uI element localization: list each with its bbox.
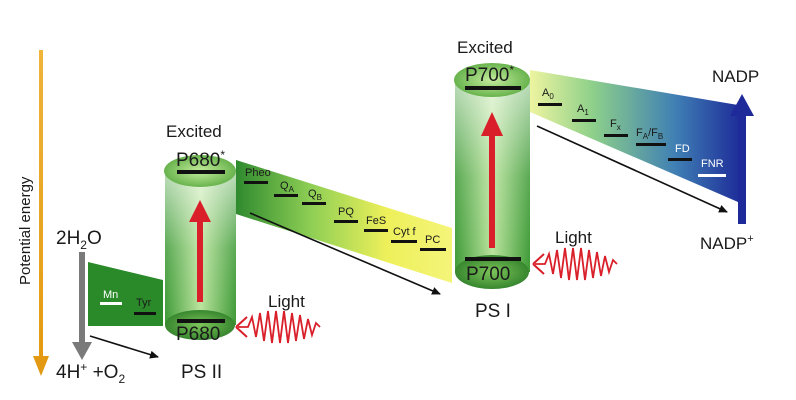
carrier-level-fd	[668, 158, 692, 161]
carrier-label-fnr: FNR	[701, 158, 724, 170]
water-reactant: 2H2O	[56, 228, 102, 252]
electron-transfer-arrow-2	[249, 212, 441, 295]
ps1-column: P700* P700 Excited PS I	[454, 38, 530, 322]
carrier-level-pc	[420, 248, 446, 251]
tyr-level	[134, 312, 156, 315]
water-arrow-shaft	[79, 252, 85, 344]
nadp-plus-label: NADP+	[700, 233, 754, 253]
electron-transport-band-2	[530, 70, 738, 202]
oec-band	[88, 262, 163, 326]
potential-energy-axis: Potential energy	[17, 50, 49, 376]
carrier-label-a1: A1	[577, 103, 589, 117]
axis-arrowhead	[33, 356, 49, 376]
carrier-label-fd: FD	[675, 143, 690, 155]
water-products: 4H+ +O2	[56, 360, 125, 386]
ps2-excitation-arrow-shaft	[197, 218, 203, 302]
mn-label: Mn	[103, 289, 118, 301]
carrier-label-fes: FeS	[366, 215, 386, 227]
carrier-level-pheo	[244, 181, 268, 184]
ps2-ground-level	[177, 319, 225, 323]
carrier-label-fafb: FA/FB	[636, 127, 663, 141]
ps2-excitation-arrow-head	[189, 200, 211, 222]
carrier-level-qb	[302, 202, 326, 205]
carrier-label-a0: A0	[542, 87, 554, 101]
electron-transfer-arrow-3	[536, 125, 728, 213]
carrier-level-fafb	[636, 143, 666, 146]
p680-excited-label: P680*	[176, 148, 225, 171]
ps2-excited-caption: Excited	[166, 122, 222, 141]
nadp-label: NADP	[712, 67, 759, 86]
carrier-label-pheo: Pheo	[245, 167, 271, 179]
carrier-label-qb: QB	[308, 188, 322, 202]
ps1-light-wave	[535, 247, 618, 281]
ps1-excited-caption: Excited	[457, 38, 513, 57]
p700-ground-label: P700	[466, 264, 510, 285]
carrier-level-a0	[538, 103, 562, 106]
carrier-label-cytf: Cyt f	[393, 226, 417, 238]
p700-excited-label: P700*	[465, 63, 514, 86]
carrier-level-pq	[334, 220, 358, 223]
carrier-level-fx	[604, 134, 628, 137]
nadp-arrow-head	[730, 94, 754, 116]
ps1-ground-ellipse	[455, 255, 529, 289]
axis-line	[39, 50, 43, 360]
ps1-carriers: A0 A1 Fx FA/FB FD FNR	[538, 87, 726, 177]
ps2-ground-ellipse	[165, 310, 235, 340]
carrier-label-pc: PC	[425, 234, 440, 246]
water-arrow-head	[72, 342, 92, 360]
axis-label: Potential energy	[17, 176, 34, 285]
p680-ground-label: P680	[176, 324, 220, 345]
mn-level	[100, 302, 122, 305]
carrier-level-a1	[572, 119, 596, 122]
tyr-label: Tyr	[136, 297, 152, 309]
nadp-arrow-shaft	[738, 112, 746, 224]
ps2-carriers: Pheo QA QB PQ FeS Cyt f PC	[244, 167, 446, 251]
carrier-level-fnr	[698, 174, 726, 177]
carrier-label-qa: QA	[280, 180, 295, 194]
ps2-excited-level	[177, 170, 225, 174]
ps1-excitation-arrow-shaft	[489, 132, 495, 248]
carrier-level-fes	[364, 229, 388, 232]
ps1-ground-level	[465, 257, 521, 261]
ps1-excited-level	[465, 86, 521, 90]
electron-transfer-arrow-1	[89, 335, 159, 359]
ps2-column: P680* P680 Excited PS II	[164, 122, 236, 383]
ps1-name: PS I	[475, 301, 511, 322]
ps2-light-arrowhead	[235, 316, 248, 338]
carrier-level-qa	[274, 194, 298, 197]
ps1-light-label: Light	[555, 228, 592, 247]
ps2-light-label: Light	[268, 292, 305, 311]
carrier-label-pq: PQ	[338, 206, 354, 218]
ps2-name: PS II	[181, 362, 222, 383]
ps1-light-arrowhead	[532, 253, 545, 275]
ps2-light-wave	[238, 310, 321, 344]
ps1-excitation-arrow-head	[481, 112, 503, 136]
carrier-label-fx: Fx	[610, 118, 621, 132]
carrier-level-cytf	[391, 240, 417, 243]
